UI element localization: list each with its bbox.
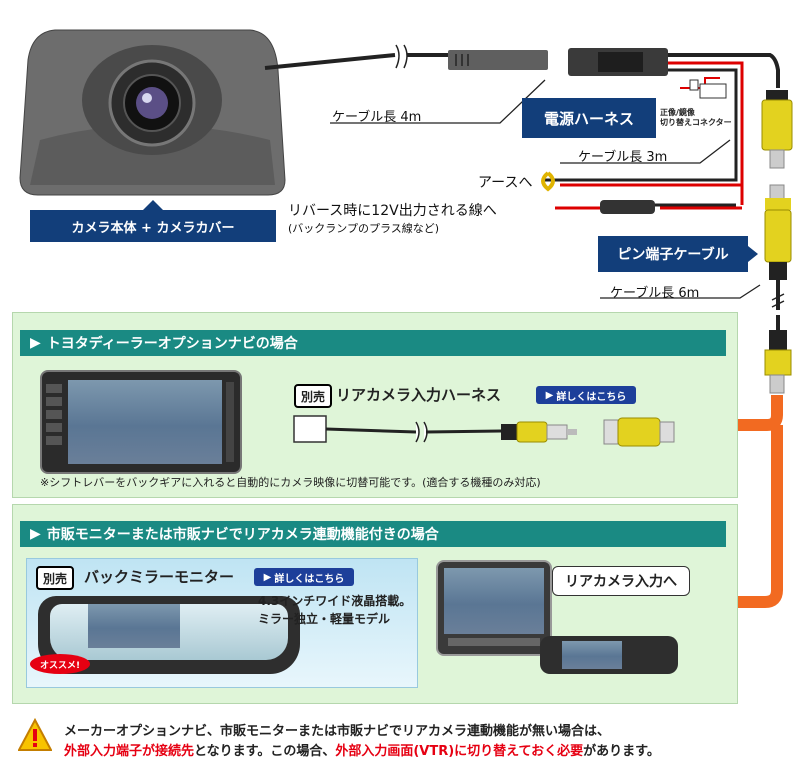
mirror-detail-link[interactable]: ▶ 詳しくはこちら <box>254 568 354 586</box>
reverse-wire-note: (バックランプのプラス線など) <box>288 222 440 235</box>
toyota-title-text: トヨタディーラーオプションナビの場合 <box>46 336 298 352</box>
monitor-buttons <box>448 638 540 646</box>
camera-label-pointer <box>143 200 163 210</box>
warning-line-2: 外部入力端子が接続先となります。この場合、外部入力画面(VTR)に切り替えておく… <box>64 740 660 759</box>
toyota-panel-title: ▶ トヨタディーラーオプションナビの場合 <box>20 330 726 356</box>
navi-right-trim <box>226 382 234 462</box>
arrow-to-toyota <box>700 395 783 431</box>
toyota-harness-name: リアカメラ入力ハーネス <box>336 386 502 404</box>
toyota-navi-unit <box>40 370 242 474</box>
link-triangle-icon: ▶ <box>263 571 272 583</box>
mirror-camera-view <box>88 604 180 648</box>
toyota-betsu-tag: 別売 <box>294 384 332 408</box>
monitor-title-text: 市販モニターまたは市販ナビでリアカメラ連動機能付きの場合 <box>46 527 439 543</box>
camera-label: カメラ本体 + カメラカバー <box>30 210 276 242</box>
warning-red-2: 外部入力画面(VTR)に切り替えておく必要 <box>335 744 584 759</box>
switch-connector-label: 正像/鏡像 切り替えコネクター <box>660 108 732 128</box>
warning-black-1: となります。この場合、 <box>194 744 336 759</box>
connector-label-line2: 切り替えコネクター <box>660 118 732 127</box>
warning-red-1: 外部入力端子が接続先 <box>64 744 195 759</box>
monitor-betsu-tag: 別売 <box>36 566 74 590</box>
arrow-to-monitor <box>708 425 783 608</box>
mirror-link-text: 詳しくはこちら <box>274 573 345 585</box>
toyota-harness-cable <box>293 415 675 447</box>
monitor-panel-title: ▶ 市販モニターまたは市販ナビでリアカメラ連動機能付きの場合 <box>20 521 726 547</box>
navi-side-buttons <box>46 384 62 460</box>
toyota-note: ※シフトレバーをバックギアに入れると自動的にカメラ映像に切替可能です。(適合する… <box>40 476 541 489</box>
mirror-spec-2: ミラー独立・軽量モデル <box>258 612 391 626</box>
harness-cable-length: ケーブル長 3m <box>578 150 668 165</box>
fuse-holder <box>600 200 655 214</box>
aftermarket-monitor-image <box>436 560 552 656</box>
mirror-spec-1: 4.3インチワイド液晶搭載。 <box>258 594 412 608</box>
monitor-camera-view <box>444 568 544 634</box>
camera-plug <box>448 50 548 70</box>
mirror-product-name: バックミラーモニター <box>84 568 235 586</box>
pin-cable-label: ピン端子ケーブル <box>598 236 748 272</box>
triangle-bullet-icon: ▶ <box>30 526 41 542</box>
small-mirror-image <box>540 636 678 674</box>
connector-label-line1: 正像/鏡像 <box>660 108 695 117</box>
recommend-badge: オススメ! <box>30 654 90 674</box>
warning-line-1: メーカーオプションナビ、市販モニターまたは市販ナビでリアカメラ連動機能が無い場合… <box>64 724 611 739</box>
earth-label: アースへ <box>478 175 533 191</box>
warning-black-2: があります。 <box>583 744 660 759</box>
camera-body <box>19 29 286 196</box>
camera-cable-length: ケーブル長 4m <box>332 110 422 125</box>
switch-connector <box>699 83 727 99</box>
harness-label: 電源ハーネス <box>522 98 656 138</box>
pin-cable-length: ケーブル長 6m <box>610 286 700 301</box>
reverse-wire-label: リバース時に12V出力される線へ <box>288 203 497 219</box>
warning-icon <box>18 718 52 751</box>
rear-camera-input-label: リアカメラ入力へ <box>552 566 690 596</box>
pin-label-pointer <box>748 246 758 262</box>
navi-camera-view <box>68 380 222 464</box>
small-mirror-view <box>562 641 622 669</box>
earth-terminal <box>541 171 555 192</box>
toyota-detail-link[interactable]: ▶ 詳しくはこちら <box>536 386 636 404</box>
camera-cable <box>264 53 396 70</box>
triangle-bullet-icon: ▶ <box>30 335 41 351</box>
toyota-link-text: 詳しくはこちら <box>556 391 627 403</box>
link-triangle-icon: ▶ <box>545 389 554 401</box>
